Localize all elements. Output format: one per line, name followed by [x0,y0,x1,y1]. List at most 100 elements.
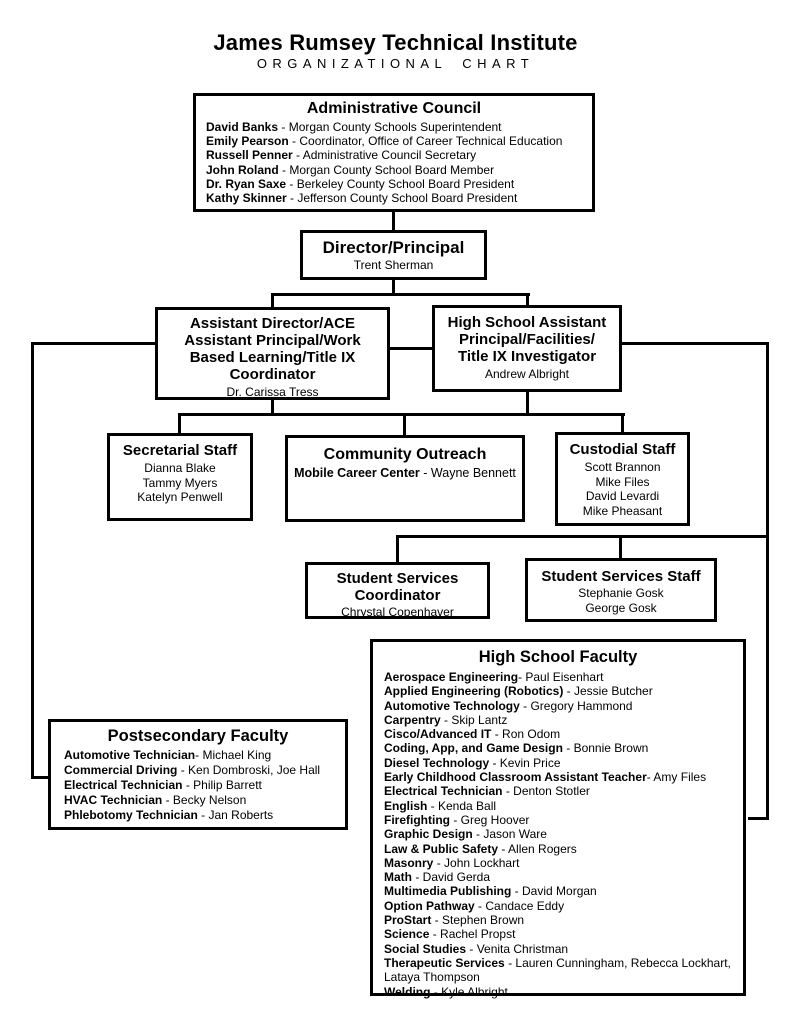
member-line: Therapeutic Services - Lauren Cunningham… [384,956,732,985]
member-line: Electrical Technician - Philip Barrett [64,778,332,793]
member-name: - Amy Files [646,770,707,785]
member-line: English - Kenda Ball [384,799,732,813]
connector-custodial-drop [621,413,624,434]
person-name: Tammy Myers [142,475,218,490]
member-role: - Berkeley County School Board President [286,176,515,191]
box-title: Postsecondary Faculty [107,727,289,745]
program-label: Applied Engineering (Robotics) [384,684,564,699]
box-title: High School Faculty [478,648,638,666]
member-line: Kathy Skinner - Jefferson County School … [206,191,582,205]
member-line: Math - David Gerda [384,870,732,884]
connector-student-services-bar [396,535,769,538]
member-line: ProStart - Stephen Brown [384,913,732,927]
member-line: Russell Penner - Administrative Council … [206,148,582,162]
connector-assistant-left-arm [31,342,157,345]
person-name: Mike Pheasant [582,503,663,518]
member-name: - Michael King [195,748,272,762]
member-name: - Denton Stotler [502,784,590,799]
box-title: Student Services Staff [541,568,701,585]
member-role: - Morgan County School Board Member [278,162,495,177]
page-title: James Rumsey Technical Institute [213,30,578,55]
member-role: - Jefferson County School Board Presiden… [286,191,518,206]
box-title-line: Principal/Facilities/ [459,331,595,348]
connector-director-stem [392,277,395,296]
person-name: Mike Files [595,474,650,489]
member-name: - Jessie Butcher [563,684,653,699]
member-name: - Philip Barrett [182,778,262,792]
member-name: - Gregory Hammond [519,698,633,713]
member-line: John Roland - Morgan County School Board… [206,163,582,177]
member-name: Emily Pearson [206,134,289,149]
member-line: Mobile Career Center - Wayne Bennett [288,466,522,481]
connector-admin-director [392,211,395,232]
program-label: Commercial Driving [64,763,178,777]
member-line: Coding, App, and Game Design - Bonnie Br… [384,741,732,755]
member-name: - Lauren Cunningham, Rebecca Lockhart, L… [384,955,731,985]
member-name: - David Gerda [412,870,491,885]
member-line: Multimedia Publishing - David Morgan [384,884,732,898]
box-title-line: Coordinator [354,587,441,604]
box-high-school-faculty: High School Faculty Aerospace Engineerin… [370,639,746,999]
program-label: Aerospace Engineering [384,670,519,684]
connector-right-rail [766,342,769,820]
program-label: Automotive Technology [384,698,520,713]
community-outreach-member-list: Mobile Career Center - Wayne Bennett [288,466,522,481]
member-name: - Kenda Ball [427,798,497,813]
box-title-line: High School Assistant [447,314,607,331]
box-title-line: Coordinator [229,366,316,383]
connector-split-right-drop [526,293,529,307]
member-role: - Coordinator, Office of Career Technica… [288,134,563,149]
member-line: Firefighting - Greg Hoover [384,813,732,827]
program-label: Phlebotomy Technician [64,808,198,822]
member-line: Electrical Technician - Denton Stotler [384,784,732,798]
connector-between-assistants [388,347,434,350]
program-label: Diesel Technology [384,755,490,770]
program-label: Therapeutic Services [384,955,505,970]
member-line: Masonry - John Lockhart [384,856,732,870]
connector-split-left-drop [271,293,274,309]
program-label: ProStart [384,913,432,928]
connector-hs-right-arm [620,342,769,345]
program-label: Social Studies [384,941,467,956]
person-name: Dr. Carissa Tress [226,385,319,399]
member-name: - Jason Ware [472,827,547,842]
member-line: Early Childhood Classroom Assistant Teac… [384,770,732,784]
program-label: Electrical Technician [384,784,503,799]
member-line: Welding - Kyle Albright [384,985,732,999]
connector-right-rail-foot [748,817,769,820]
box-title: Administrative Council [306,100,482,117]
member-name: - Greg Hoover [450,812,530,827]
member-name: - Ron Odom [491,727,561,742]
program-label: Option Pathway [384,898,475,913]
member-line: Emily Pearson - Coordinator, Office of C… [206,134,582,148]
member-name: - Kyle Albright [430,984,508,999]
member-name: - Wayne Bennett [419,466,516,480]
page-subtitle: ORGANIZATIONAL CHART [256,56,535,71]
box-title-line: Student Services [336,570,459,587]
program-label: Masonry [384,855,434,870]
member-name: - John Lockhart [433,855,520,870]
member-line: Option Pathway - Candace Eddy [384,899,732,913]
box-title: Community Outreach [323,446,487,463]
member-line: Dr. Ryan Saxe - Berkeley County School B… [206,177,582,191]
program-label: Coding, App, and Game Design [384,741,563,756]
person-name: Stephanie Gosk [578,586,664,600]
program-label: English [384,798,428,813]
connector-hs-assistant-stem [526,390,529,416]
member-role: - Administrative Council Secretary [292,148,477,163]
connector-assistant-stem [271,398,274,416]
program-label: Science [384,927,430,942]
program-label: Automotive Technician [64,748,196,762]
member-name: Russell Penner [206,148,293,163]
member-line: Carpentry - Skip Lantz [384,713,732,727]
program-label: Welding [384,984,431,999]
box-title-line: Title IX Investigator [457,348,597,365]
